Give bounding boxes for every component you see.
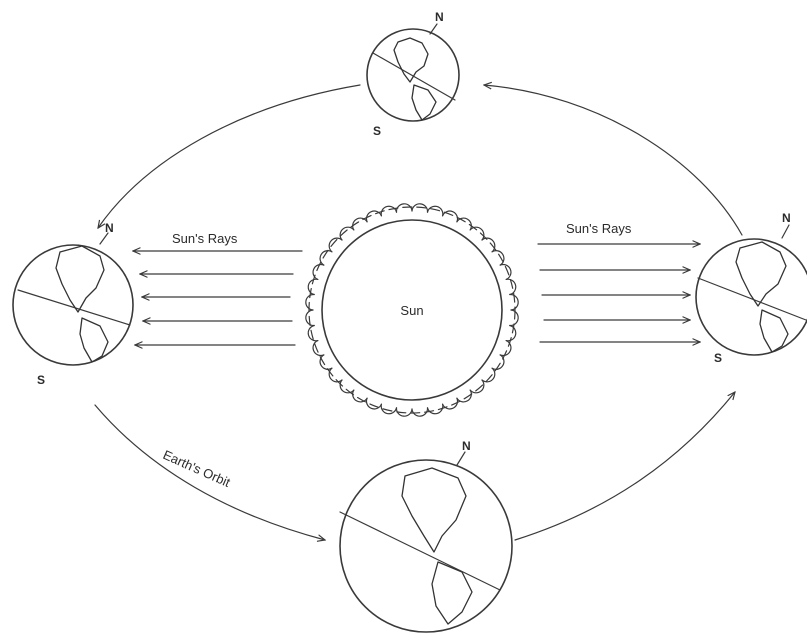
- sun-rays-left: Sun's Rays: [133, 231, 302, 345]
- north-pole-tick: [430, 24, 437, 34]
- orbit-arc-bottom-right: [515, 392, 735, 540]
- continent-south-america: [432, 562, 472, 624]
- sun-rays-right: Sun's Rays: [538, 221, 700, 342]
- continent-south-america: [760, 310, 788, 352]
- earth-bottom: N: [340, 439, 512, 632]
- sun-corona-scallop: [428, 206, 443, 216]
- continent-north-america: [736, 242, 786, 306]
- south-pole-label: S: [714, 351, 722, 365]
- earth-axis: [698, 278, 806, 320]
- sun-corona-scallop: [457, 218, 471, 230]
- sun-label: Sun: [400, 303, 423, 318]
- continent-north-america: [402, 468, 466, 552]
- north-pole-label: N: [105, 221, 114, 235]
- earths-orbit-label: Earth's Orbit: [161, 447, 233, 490]
- continent-south-america: [80, 318, 108, 362]
- north-pole-tick: [457, 452, 465, 465]
- north-pole-label: N: [782, 211, 791, 225]
- earth-axis: [340, 512, 500, 590]
- sun: Sun: [306, 204, 518, 416]
- sun-corona-scallop: [313, 341, 324, 356]
- earth-axis: [18, 290, 130, 325]
- orbit-arc-top-right: [484, 85, 742, 235]
- sun-corona-scallop: [510, 310, 518, 326]
- north-pole-label: N: [435, 10, 444, 24]
- sun-rays-left-label: Sun's Rays: [172, 231, 238, 246]
- earth-right: N S: [696, 211, 807, 365]
- orbit-arc-top-left: [98, 85, 360, 228]
- south-pole-label: S: [373, 124, 381, 138]
- earth-top: N S: [367, 10, 459, 138]
- earth-left: N S: [13, 221, 133, 387]
- continent-south-america: [412, 85, 436, 120]
- sun-corona-scallop: [492, 251, 504, 265]
- south-pole-label: S: [37, 373, 45, 387]
- north-pole-tick: [782, 225, 789, 238]
- sun-corona-scallop: [443, 211, 458, 222]
- sun-rays-right-label: Sun's Rays: [566, 221, 632, 236]
- earth-globe: [367, 29, 459, 121]
- continent-north-america: [56, 246, 104, 312]
- sun-corona-scallop: [353, 390, 367, 402]
- north-pole-label: N: [462, 439, 471, 453]
- earth-globe: [340, 460, 512, 632]
- sun-corona-scallop: [320, 355, 332, 369]
- sun-corona-scallop: [366, 398, 381, 409]
- sun-corona-scallop: [482, 238, 495, 252]
